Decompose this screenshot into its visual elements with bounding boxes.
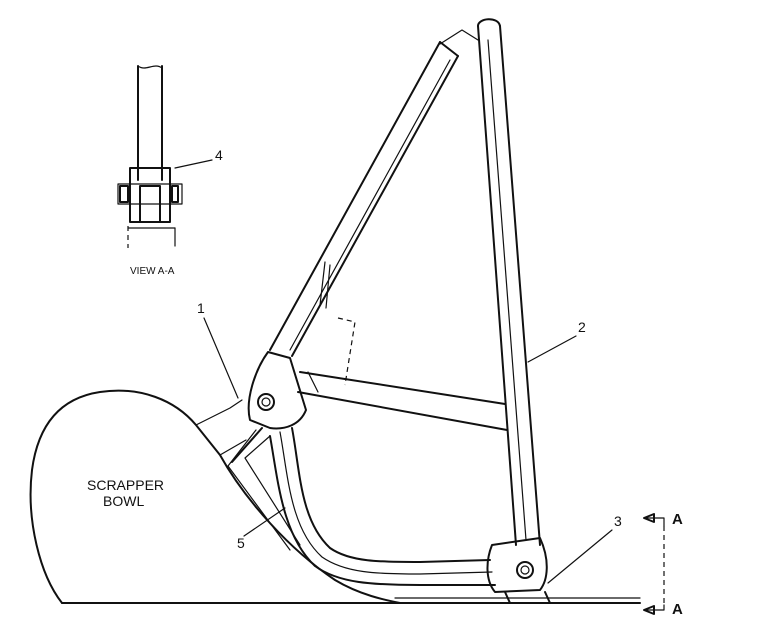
- scrapper-bowl: [29, 389, 401, 604]
- ground-line: [61, 597, 641, 604]
- section-mark-bottom: A: [672, 601, 683, 618]
- callout-1-number: 1: [197, 300, 205, 316]
- callout-3-number: 3: [614, 513, 622, 529]
- callout-2: 2: [527, 319, 586, 363]
- detail-view: [117, 65, 213, 248]
- view-label: VIEW A-A: [130, 266, 175, 277]
- left-linkage: [227, 427, 301, 551]
- upper-pivot-plate: [247, 351, 307, 430]
- vertical-post: [477, 18, 541, 546]
- section-mark-top: A: [672, 511, 683, 528]
- diagonal-arm: [269, 29, 479, 357]
- callout-1: 1: [197, 300, 239, 399]
- bowl-label-line2: BOWL: [103, 493, 144, 509]
- cross-brace: [297, 317, 508, 431]
- section-marker: A A: [643, 511, 683, 618]
- callout-3: 3: [547, 513, 622, 584]
- bowl-label-line1: SCRAPPER: [87, 477, 164, 493]
- callout-2-number: 2: [578, 319, 586, 335]
- callout-4-number: 4: [215, 147, 223, 163]
- callout-5: 5: [237, 507, 286, 551]
- callout-5-number: 5: [237, 535, 245, 551]
- lower-runner: [269, 427, 496, 586]
- bottom-pivot-bracket: [486, 537, 551, 604]
